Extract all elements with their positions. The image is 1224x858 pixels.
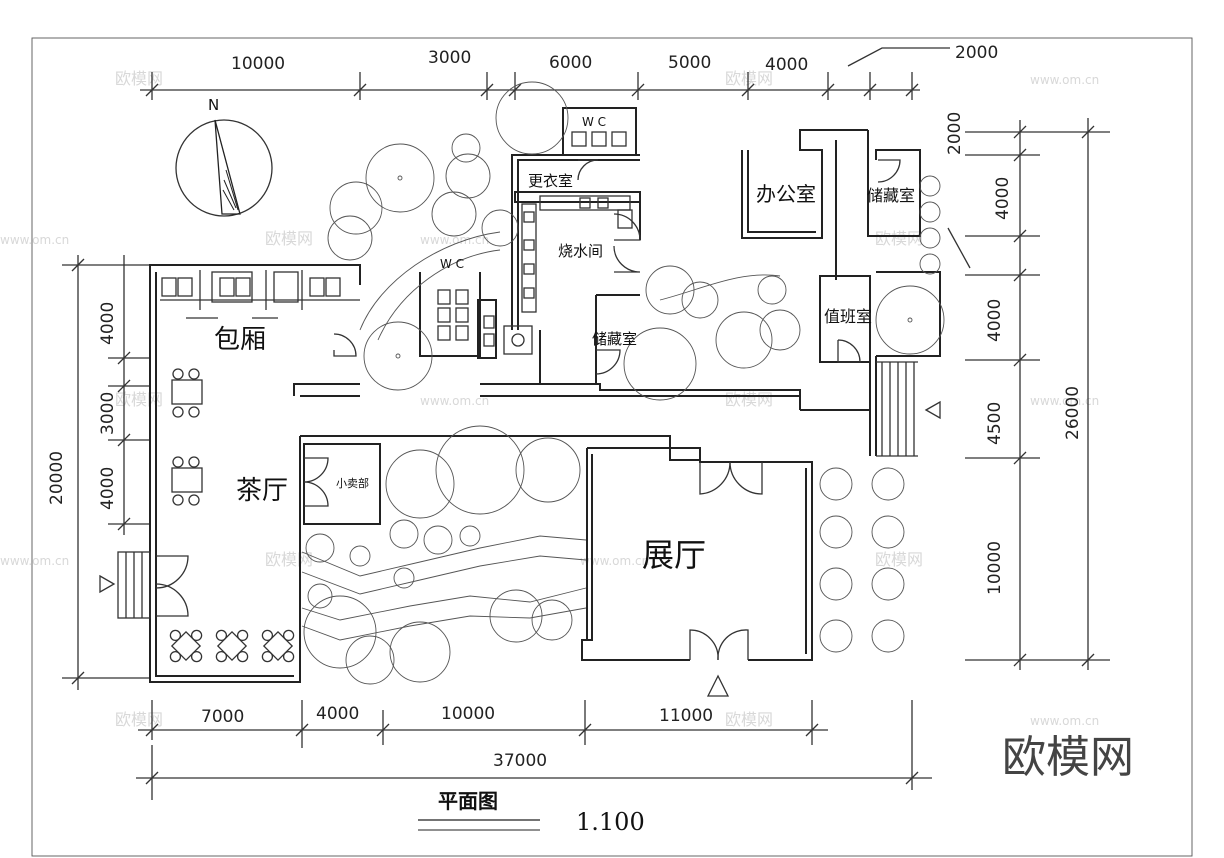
svg-text:www.om.cn: www.om.cn — [0, 233, 69, 247]
dim-left-1: 4000 — [98, 302, 118, 345]
bottom-dimension-lines — [136, 700, 932, 800]
tea-hall-furniture — [169, 368, 295, 663]
dim-top-6: 2000 — [955, 43, 998, 63]
dim-top-4: 5000 — [668, 53, 711, 73]
room-label-duty: 值班室 — [824, 307, 872, 326]
room-label-storage-2: 储藏室 — [867, 186, 915, 205]
dim-right-4: 4500 — [985, 402, 1005, 445]
room-label-changing: 更衣室 — [528, 172, 573, 190]
dim-right-3: 4000 — [985, 299, 1005, 342]
landscape-trees — [303, 81, 945, 685]
dim-bottom-4: 11000 — [659, 706, 713, 726]
dim-right-5: 10000 — [985, 541, 1005, 595]
dim-bottom-2: 4000 — [316, 704, 359, 724]
dim-right-1: 2000 — [945, 112, 965, 155]
drawing-scale: 1.100 — [576, 808, 645, 836]
dim-left-total: 20000 — [47, 451, 67, 505]
dim-bottom-3: 10000 — [441, 704, 495, 724]
room-label-tea-hall: 茶厅 — [236, 476, 288, 506]
svg-text:www.om.cn: www.om.cn — [1030, 714, 1099, 728]
svg-text:欧模网: 欧模网 — [875, 550, 923, 569]
svg-text:www.om.cn: www.om.cn — [1030, 73, 1099, 87]
svg-text:欧模网: 欧模网 — [725, 390, 773, 409]
dim-right-total: 26000 — [1063, 386, 1083, 440]
dim-top-3: 6000 — [549, 53, 592, 73]
top-dimension-line — [140, 47, 950, 100]
room-label-private: 包厢 — [214, 325, 266, 355]
dim-bottom-total: 37000 — [493, 751, 547, 771]
svg-text:欧模网: 欧模网 — [875, 229, 923, 248]
building-walls — [117, 107, 941, 683]
svg-text:欧模网: 欧模网 — [725, 710, 773, 729]
dim-right-2: 4000 — [993, 177, 1013, 220]
left-dimension-lines — [62, 255, 150, 690]
dim-bottom-1: 7000 — [201, 707, 244, 727]
svg-text:欧模网: 欧模网 — [265, 550, 313, 569]
svg-text:欧模网: 欧模网 — [115, 390, 163, 409]
drawing-frame — [31, 37, 1193, 857]
svg-text:www.om.cn: www.om.cn — [580, 554, 649, 568]
svg-text:欧模网: 欧模网 — [115, 69, 163, 88]
dim-top-1: 10000 — [231, 54, 285, 74]
dim-left-2: 3000 — [98, 392, 118, 435]
room-label-exhibition: 展厅 — [642, 536, 706, 574]
svg-text:www.om.cn: www.om.cn — [420, 394, 489, 408]
svg-text:欧模网: 欧模网 — [265, 229, 313, 248]
kitchen-counter — [521, 195, 633, 313]
svg-text:www.om.cn: www.om.cn — [1030, 394, 1099, 408]
svg-text:欧模网: 欧模网 — [115, 710, 163, 729]
room-label-boiler: 烧水间 — [558, 242, 603, 260]
watermarks: 欧模网 欧模网 欧模网 欧模网 欧模网 欧模网 欧模网 欧模网 欧模网 欧模网 … — [0, 69, 1099, 729]
room-label-wc-1: W C — [440, 257, 464, 271]
garden-path — [301, 231, 781, 641]
entrance-arrows — [99, 400, 941, 697]
dim-left-3: 4000 — [98, 467, 118, 510]
dim-top-2: 3000 — [428, 48, 471, 68]
room-label-shop: 小卖部 — [336, 476, 369, 490]
private-room-furniture — [160, 270, 360, 319]
brand-logo-text: 欧模网 — [1002, 732, 1134, 783]
svg-text:欧模网: 欧模网 — [725, 69, 773, 88]
room-label-wc-2: W C — [582, 115, 606, 129]
room-label-office: 办公室 — [756, 182, 816, 206]
svg-text:www.om.cn: www.om.cn — [420, 233, 489, 247]
wc-fixtures — [437, 131, 627, 355]
right-dimension-lines — [947, 118, 1110, 670]
doors — [155, 159, 901, 661]
room-label-storage-1: 储藏室 — [592, 330, 637, 348]
dim-top-5: 4000 — [765, 55, 808, 75]
svg-text:www.om.cn: www.om.cn — [0, 554, 69, 568]
drawing-title: 平面图 — [438, 789, 498, 813]
north-arrow: N — [175, 96, 273, 217]
north-label: N — [208, 96, 219, 114]
